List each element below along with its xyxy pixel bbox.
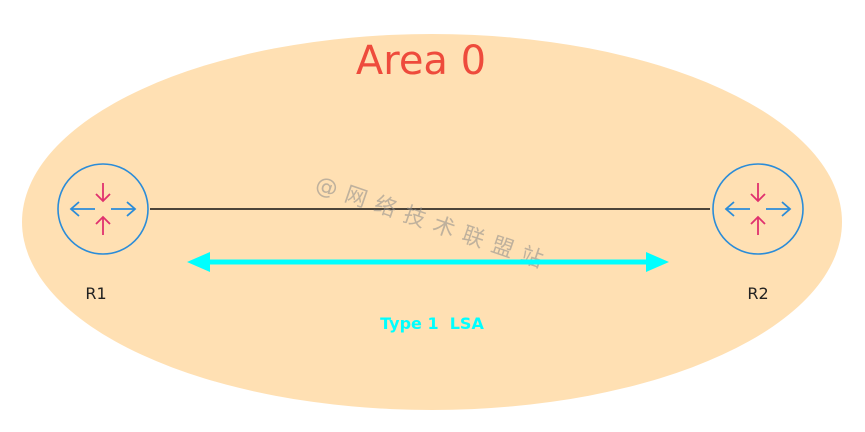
- router-r1[interactable]: [57, 163, 149, 255]
- router-r2[interactable]: [712, 163, 804, 255]
- area-0-ellipse: [22, 34, 842, 410]
- router-r2-label: R2: [747, 284, 768, 303]
- area-title: Area 0: [356, 38, 486, 84]
- lsa-double-arrow: [187, 252, 669, 272]
- router-r1-label: R1: [85, 284, 106, 303]
- lsa-label: Type 1 LSA: [380, 314, 484, 333]
- router-icon: [712, 163, 804, 255]
- router-icon: [57, 163, 149, 255]
